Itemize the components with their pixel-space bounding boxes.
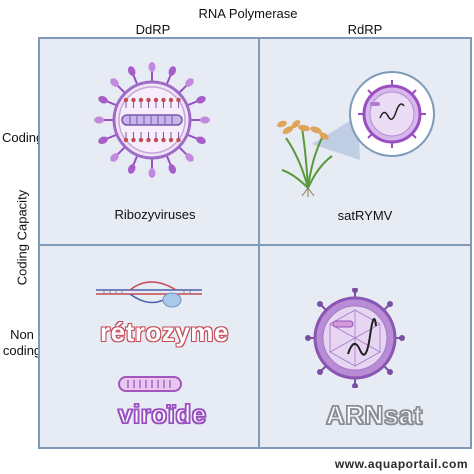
column-label-rdrp: RdRP — [347, 22, 383, 37]
pin-head — [176, 97, 181, 103]
pin-head — [161, 97, 166, 103]
spike-head — [127, 164, 136, 174]
pin-head — [131, 97, 136, 103]
spike-head — [110, 78, 119, 87]
row-label-non: Non — [10, 327, 34, 342]
spike-head — [148, 168, 156, 178]
spike-stalk — [131, 73, 139, 86]
word-retrozyme: rétrozyme — [99, 316, 229, 348]
spike-head — [168, 66, 177, 76]
row-label-coding-2: coding — [2, 343, 42, 358]
spike-stalk — [115, 83, 126, 94]
ribozyvirus-illustration — [94, 62, 210, 178]
spike-head — [148, 62, 156, 72]
pin-head — [161, 137, 166, 143]
glycoprotein-spikes — [94, 62, 210, 178]
footer-bar — [0, 456, 474, 474]
spike-head — [98, 136, 108, 145]
pin-head — [168, 137, 174, 143]
pin-head — [153, 97, 159, 103]
pin-head — [123, 97, 129, 103]
rice-plant — [281, 127, 333, 189]
pin-head — [131, 137, 136, 143]
spike-head — [168, 164, 177, 174]
pin-head — [138, 137, 144, 143]
grid-divider-horizontal — [38, 244, 472, 246]
spike-head — [185, 78, 194, 87]
pin-head — [168, 97, 174, 103]
word-arnsat: ARNsat — [325, 399, 423, 431]
grid-divider-vertical — [258, 37, 260, 449]
rice-panicles — [277, 120, 329, 140]
pin-head — [176, 137, 181, 143]
spike-head — [94, 116, 104, 124]
spike-head — [127, 66, 136, 76]
spike-head — [196, 95, 206, 104]
viroid-illustration — [118, 376, 182, 392]
pin-head — [123, 137, 129, 143]
spike-head — [185, 153, 194, 162]
label-ribozyviruses: Ribozyviruses — [114, 207, 196, 222]
spike-head — [110, 153, 119, 162]
column-label-ddrp: DdRP — [135, 22, 171, 37]
ribonucleoprotein-pins — [123, 97, 181, 143]
pin-head — [153, 137, 159, 143]
watermark-text[interactable]: www.aquaportail.com — [334, 457, 468, 471]
row-label-coding: Coding — [2, 130, 44, 145]
pin-head — [138, 97, 144, 103]
satrymv-illustration — [277, 71, 435, 197]
pin-head — [146, 97, 151, 103]
spike-head — [200, 116, 210, 124]
y-axis-title: Coding Capacity — [14, 189, 30, 286]
pin-head — [146, 137, 151, 143]
spike-head — [196, 136, 206, 145]
word-viroide: viroïde — [117, 398, 207, 430]
rice-roots — [301, 187, 315, 197]
retrozyme-illustration — [96, 281, 202, 308]
arnsat-illustration — [305, 288, 405, 388]
header-title: RNA Polymerase — [198, 6, 298, 21]
spike-head — [98, 95, 108, 104]
label-satrymv: satRYMV — [337, 208, 393, 223]
